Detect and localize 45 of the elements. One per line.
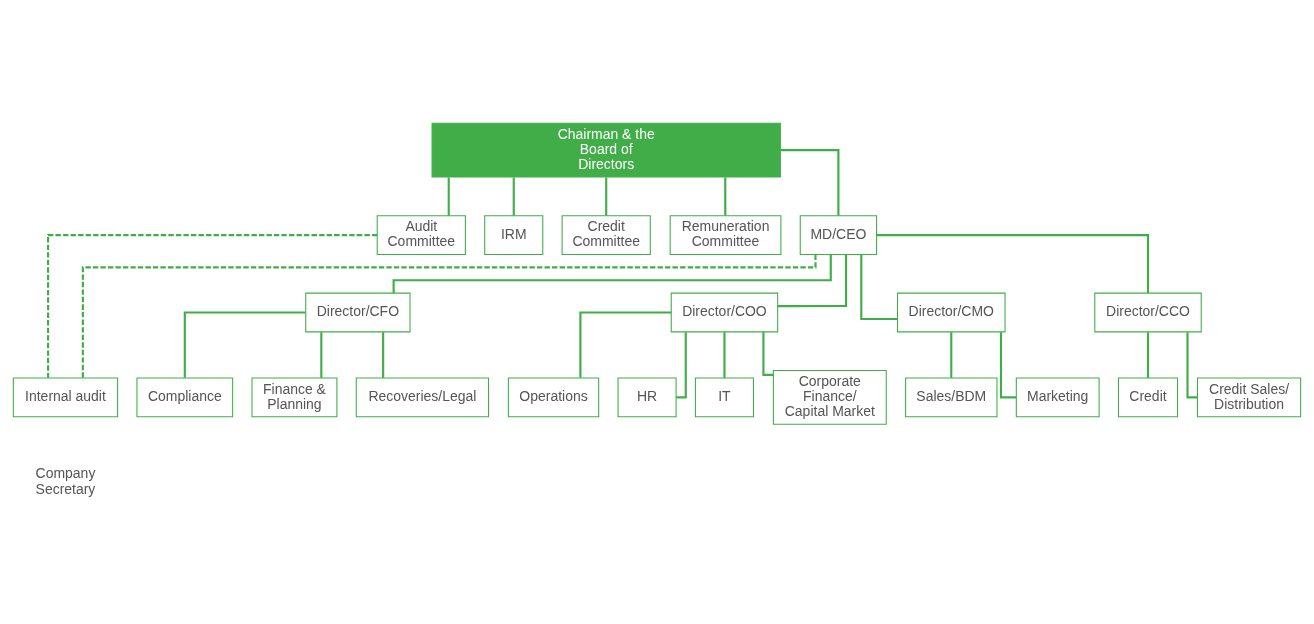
node-box: Audit Committee — [376, 214, 466, 255]
node-box: Compliance — [136, 377, 234, 417]
connector — [183, 310, 306, 378]
connector — [1146, 331, 1150, 378]
connector — [1186, 331, 1198, 398]
connector — [876, 233, 1150, 293]
connector — [447, 177, 450, 216]
connector — [724, 177, 727, 216]
connector — [676, 331, 687, 398]
node-box: Sales/BDM — [905, 377, 998, 417]
node-box: Chairman & the Board of Directors — [431, 122, 781, 178]
node-box: Credit Sales/ Distribution — [1196, 377, 1302, 417]
node-box: Finance & Planning — [251, 377, 338, 417]
connector — [777, 254, 848, 307]
node-box: Director/COO — [670, 292, 779, 332]
connector — [47, 233, 378, 378]
connector — [392, 254, 832, 293]
connector — [950, 331, 953, 378]
connector — [81, 254, 817, 378]
node-box: Credit — [1117, 377, 1179, 417]
connector — [320, 331, 323, 378]
connector — [780, 148, 840, 215]
node-box: Operations — [507, 377, 600, 417]
node-box: HR — [617, 377, 677, 417]
connector — [382, 331, 385, 378]
connector — [860, 254, 898, 320]
connector — [579, 310, 672, 378]
node-box: Director/CCO — [1094, 292, 1202, 332]
node-box: Recoveries/Legal — [355, 377, 490, 417]
node-box: MD/CEO — [799, 214, 878, 255]
connector — [762, 331, 774, 376]
label: Company Secretary — [35, 464, 96, 497]
node-box: IRM — [484, 214, 544, 255]
node-box: Internal audit — [12, 377, 119, 417]
node-box: Director/CFO — [305, 292, 411, 332]
node-box: Remuneration Committee — [669, 214, 782, 255]
node-box: Corporate Finance/ Capital Market — [772, 369, 887, 425]
node-box: Director/CMO — [897, 292, 1006, 332]
node-box: IT — [694, 377, 754, 417]
connector — [723, 331, 726, 378]
node-box: Credit Committee — [561, 214, 651, 255]
connector — [512, 177, 515, 216]
connector — [999, 331, 1017, 398]
connector — [605, 177, 608, 216]
node-box: Marketing — [1015, 377, 1100, 417]
